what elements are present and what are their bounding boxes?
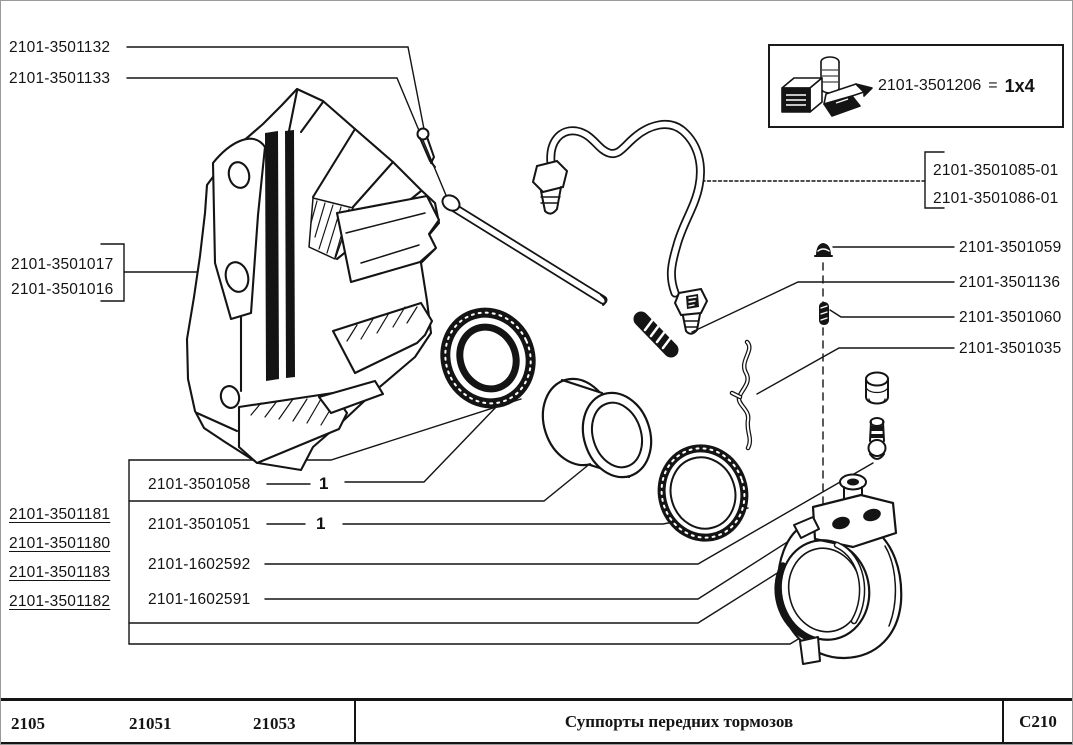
callout-bleeder-valve: 2101-1602592	[148, 556, 251, 573]
footer-models-cell: 2105 21051 21053	[1, 701, 356, 742]
footer-model-3: 21053	[253, 714, 296, 733]
bleeder-valve-drawing	[867, 417, 887, 460]
guide-pin-drawing	[441, 194, 608, 306]
cylinder-assembly-drawing	[774, 493, 903, 665]
brake-pipe-drawing	[531, 119, 709, 335]
callout-caliper-lower: 2101-3501016	[11, 281, 114, 298]
qty-dust-boot: 1	[319, 474, 329, 493]
caliper-body-drawing	[185, 87, 441, 472]
callout-hose-lower: 2101-3501086-01	[933, 190, 1059, 207]
callout-cylinder-body: 2101-3501035	[959, 340, 1062, 357]
cylinder-cap-drawing	[865, 371, 889, 405]
leader-lines	[100, 46, 955, 645]
pipe-fitting-right	[673, 287, 709, 335]
repair-kit-box: 2101-3501206 = 1x4	[768, 44, 1064, 128]
callout-pad-spring: 2101-3501136	[959, 274, 1061, 291]
footer-title: Суппорты передних тормозов	[356, 701, 1004, 742]
dust-boot-drawing	[440, 307, 536, 409]
kit-quantity: 1x4	[1004, 75, 1035, 96]
seal-ring-drawing	[657, 444, 749, 542]
callout-pad-kit-2: 2101-3501180	[9, 535, 111, 552]
callout-cotter-pin: 2101-3501132	[9, 39, 111, 56]
footer-table: 2105 21051 21053 Суппорты передних тормо…	[1, 698, 1072, 744]
footer-model-2: 21051	[129, 714, 172, 733]
callout-caliper-upper: 2101-3501017	[11, 256, 114, 273]
piston-drawing	[541, 377, 653, 479]
cap-drawing	[814, 243, 833, 257]
callout-pad-kit-1: 2101-3501181	[9, 506, 111, 523]
callout-cap: 2101-3501059	[959, 239, 1062, 256]
callout-pin-spring: 2101-3501060	[959, 309, 1062, 326]
pad-spring-clip-drawing	[729, 339, 753, 451]
callout-pad-kit-4: 2101-3501182	[9, 593, 111, 610]
callout-pad-kit-3: 2101-3501183	[9, 564, 111, 581]
grommet-drawing	[839, 473, 867, 508]
callout-guide-pin: 2101-3501133	[9, 70, 111, 87]
kit-part-number: 2101-3501206	[878, 77, 982, 94]
callout-seal-ring: 2101-3501051	[148, 516, 251, 533]
pin-spring-drawing	[819, 302, 829, 325]
pipe-fitting-left	[531, 159, 569, 215]
callout-dust-boot: 2101-3501058	[148, 476, 251, 493]
cotter-pin-drawing	[416, 127, 436, 168]
kit-equals: =	[988, 77, 998, 94]
footer-sheet-code: С210	[1019, 711, 1057, 731]
coil-spring-drawing	[633, 311, 679, 358]
callout-bleeder-cap: 2101-1602591	[148, 591, 251, 608]
footer-model-1: 2105	[11, 714, 45, 733]
callout-hose-upper: 2101-3501085-01	[933, 162, 1059, 179]
repair-kit-icon	[781, 56, 873, 117]
qty-seal-ring: 1	[316, 514, 326, 533]
